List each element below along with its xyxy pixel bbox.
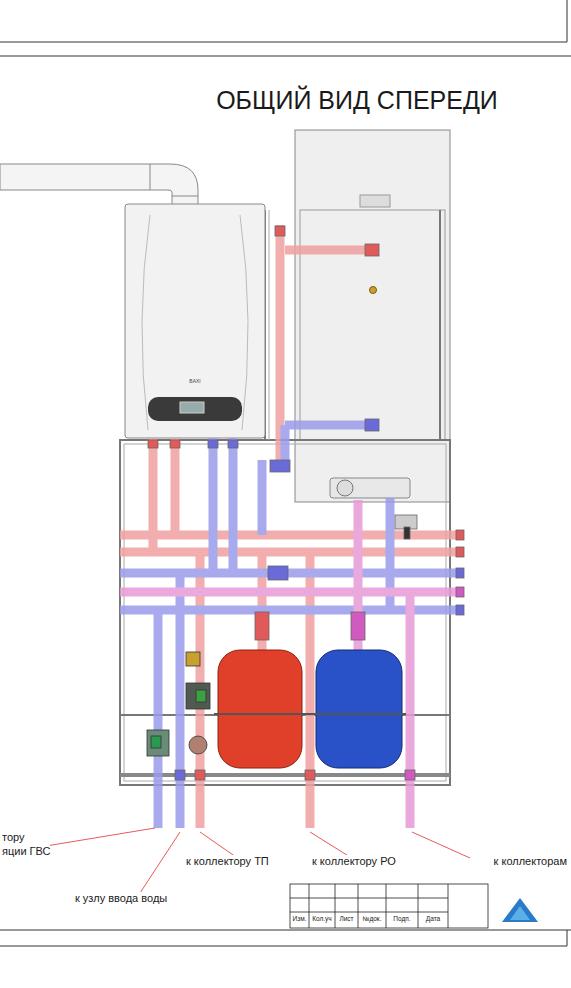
pipework [120, 225, 462, 828]
pipe-label: яции ГВС [2, 845, 50, 858]
title-block-cell: Дата [426, 915, 440, 922]
title-block-cell: Подп. [393, 915, 410, 922]
pipe-label: к коллекторам [494, 855, 567, 868]
title-block-cell: Кол.уч [312, 915, 332, 922]
storage-tank [295, 130, 450, 502]
pipe-label: к коллектору ТП [186, 855, 269, 868]
leader-lines [46, 828, 470, 893]
title-block-cell: №док. [362, 915, 381, 922]
brand-mark: BAXI [189, 379, 200, 385]
pipe-fittings [148, 226, 464, 780]
gas-boiler [125, 204, 265, 438]
pipe-label: тору [2, 831, 25, 844]
pipe-label: к узлу ввода воды [75, 892, 167, 905]
sheet-frame [0, 0, 571, 946]
pipe-label: к коллектору РО [312, 855, 396, 868]
company-logo [502, 898, 538, 922]
circulation-pumps [147, 652, 210, 756]
flue-pipe [0, 164, 198, 206]
title-block-cell: Изм. [293, 915, 307, 922]
title-block [290, 884, 488, 928]
sheet-title: ОБЩИЙ ВИД СПЕРЕДИ [216, 86, 498, 115]
expansion-tanks [214, 650, 406, 768]
title-block-cell: Лист [339, 915, 353, 922]
